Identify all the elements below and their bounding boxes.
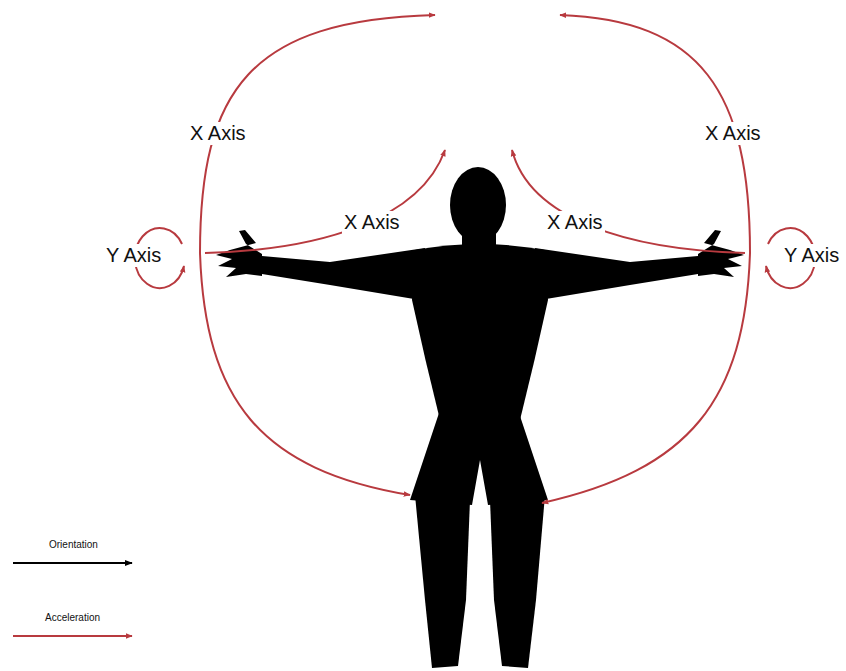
acceleration-sample xyxy=(13,635,132,637)
axis-label: Y Axis xyxy=(104,244,163,267)
human-silhouette xyxy=(216,167,744,668)
axis-label: X Axis xyxy=(545,211,605,234)
acceleration-arrows xyxy=(135,15,815,503)
axis-label: X Axis xyxy=(342,211,402,234)
legend-text: Acceleration xyxy=(43,612,102,624)
axis-label: X Axis xyxy=(188,122,248,145)
orientation-sample xyxy=(13,562,132,564)
axis-label: Y Axis xyxy=(782,244,841,267)
legend-text: Orientation xyxy=(47,539,100,551)
axis-label: X Axis xyxy=(703,122,763,145)
